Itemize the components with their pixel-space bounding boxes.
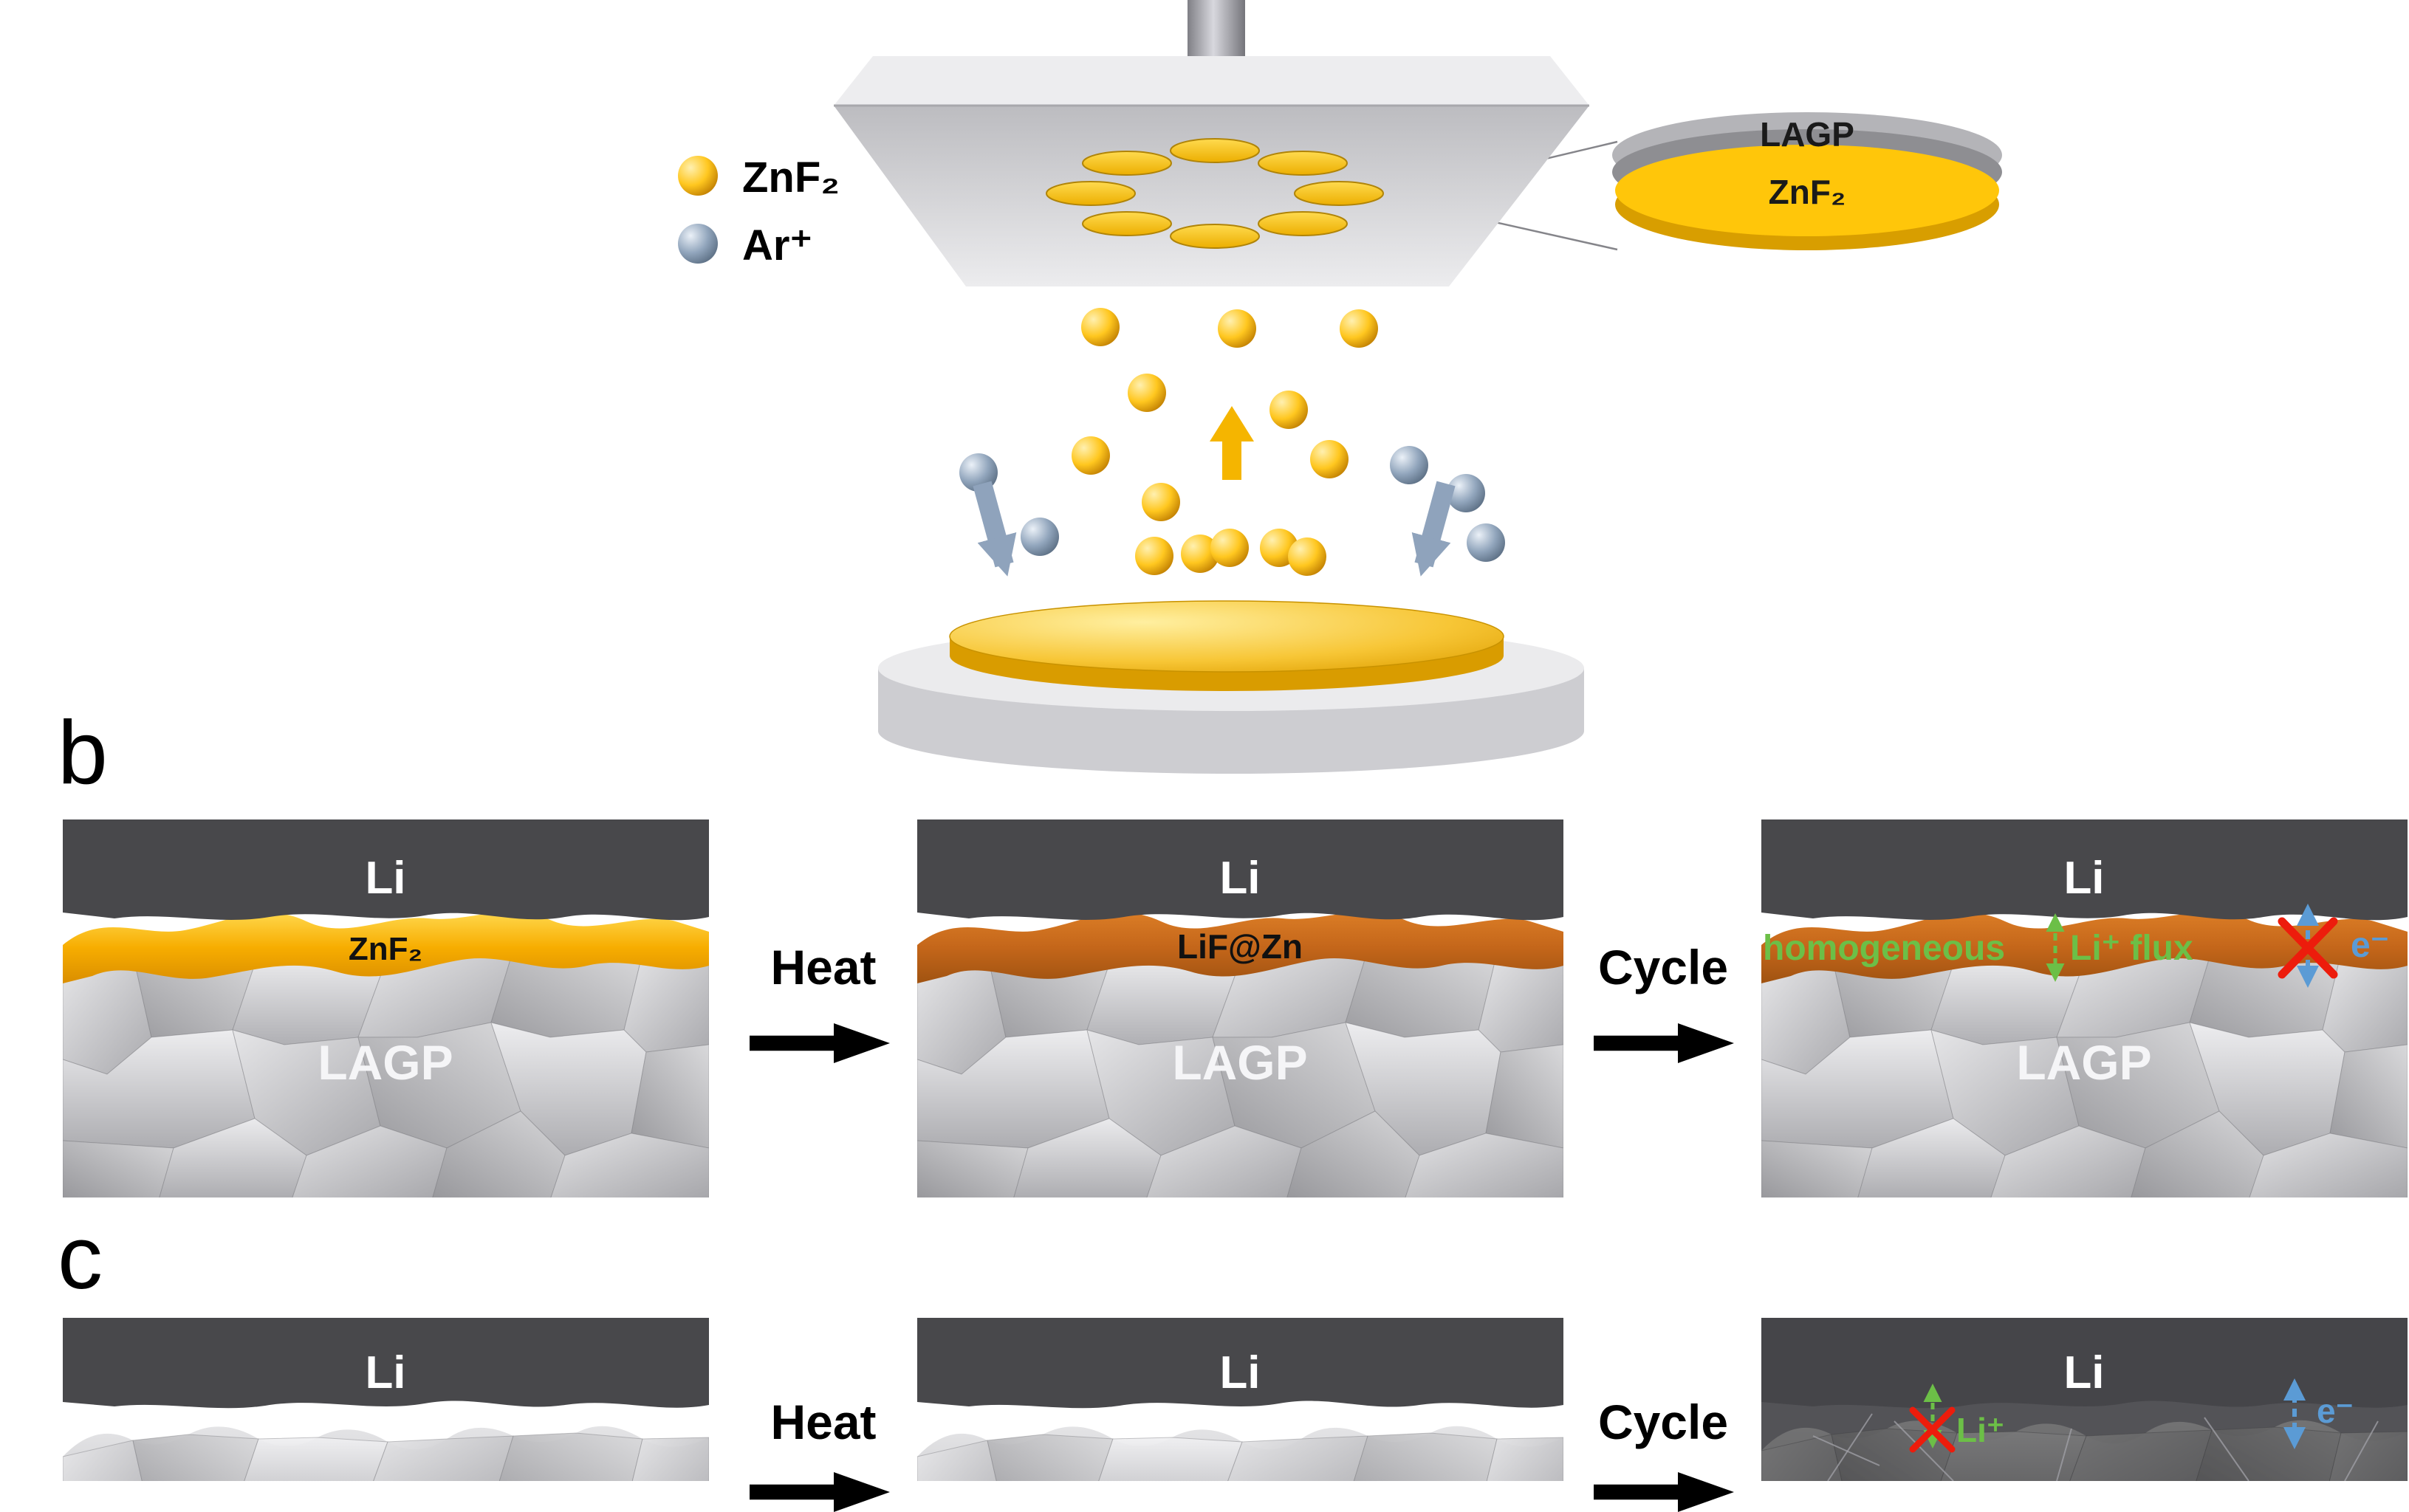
legend-znf2-label: ZnF₂ xyxy=(742,154,840,202)
deposition-up-arrow xyxy=(1210,406,1254,480)
blocked-x-icon xyxy=(1909,1406,1956,1453)
znf2-target-ring xyxy=(1046,138,1384,249)
lagp-label: LAGP xyxy=(318,1035,453,1090)
li-label: Li xyxy=(365,1347,405,1398)
sputtering-apparatus-diagram: ZnF₂ Ar⁺ LAGP ZnF₂ xyxy=(678,0,2002,774)
heat-label-b: Heat xyxy=(770,940,877,994)
li-label: Li xyxy=(2063,1347,2104,1398)
inset-znf2-label: ZnF₂ xyxy=(1769,173,1846,211)
lagp-label: LAGP xyxy=(2016,1035,2151,1090)
lif-zn-layer xyxy=(1761,912,2408,983)
crack-lines xyxy=(1812,1413,2379,1481)
legend: ZnF₂ Ar⁺ xyxy=(678,154,840,269)
coated-substrate-disc xyxy=(949,600,1504,673)
cycle-label-b: Cycle xyxy=(1597,940,1729,994)
panel-b-stage2: Li LiF@Zn LAGP xyxy=(917,819,1563,1197)
lif-zn-layer-label: LiF@Zn xyxy=(1177,927,1303,966)
li-band xyxy=(1761,1318,2408,1409)
electron-label: e⁻ xyxy=(2351,926,2389,965)
heat-arrow-c xyxy=(750,1472,890,1512)
legend-argon-label: Ar⁺ xyxy=(742,221,812,269)
target-holder-plate xyxy=(834,56,1589,286)
target-disc-inset: LAGP ZnF₂ xyxy=(1612,112,2002,250)
target-holder-rod xyxy=(1188,0,1245,62)
cycle-label-c: Cycle xyxy=(1597,1395,1729,1449)
legend-argon-sphere-icon xyxy=(678,224,718,264)
lif-zn-layer xyxy=(917,912,1563,983)
substrate-pedestal xyxy=(878,600,1584,774)
panel-c-label: c xyxy=(58,1207,103,1307)
flux-label-right: Li⁺ flux xyxy=(2070,929,2193,968)
panel-c-stage1: Li xyxy=(63,1318,709,1481)
legend-znf2-sphere-icon xyxy=(678,156,718,196)
panel-c-stage3: Li Li⁺ e⁻ xyxy=(1761,1318,2408,1481)
li-label: Li xyxy=(1219,1347,1260,1398)
li-band xyxy=(63,1318,709,1409)
panel-b-label: b xyxy=(58,702,108,803)
cycle-arrow-b xyxy=(1594,1023,1734,1063)
argon-ions xyxy=(959,446,1505,562)
lagp-label: LAGP xyxy=(1172,1035,1307,1090)
inset-lagp-label: LAGP xyxy=(1760,115,1854,154)
li-band xyxy=(917,819,1563,921)
panel-b-stage3: Li homogeneous Li⁺ flux e⁻ LAGP xyxy=(1761,819,2408,1197)
li-label: Li xyxy=(365,853,405,904)
li-band xyxy=(1761,819,2408,921)
panel-b-stage1: Li ZnF₂ LAGP xyxy=(63,819,709,1197)
blocked-x-icon xyxy=(2278,917,2338,979)
li-label: Li xyxy=(2063,853,2104,904)
znf2-layer xyxy=(63,912,709,983)
li-band xyxy=(917,1318,1563,1409)
electron-label: e⁻ xyxy=(2317,1392,2354,1430)
li-band xyxy=(63,819,709,921)
znf2-layer-label: ZnF₂ xyxy=(349,931,422,967)
flux-label-left: homogeneous xyxy=(1763,929,2005,968)
li-label: Li xyxy=(1219,853,1260,904)
cycle-arrow-c xyxy=(1594,1472,1734,1512)
argon-arrows xyxy=(973,481,1456,577)
heat-label-c: Heat xyxy=(770,1395,877,1449)
panel-c-stage2: Li xyxy=(917,1318,1563,1481)
znf2-particles xyxy=(1072,308,1378,576)
heat-arrow-b xyxy=(750,1023,890,1063)
ion-label: Li⁺ xyxy=(1956,1411,2004,1449)
